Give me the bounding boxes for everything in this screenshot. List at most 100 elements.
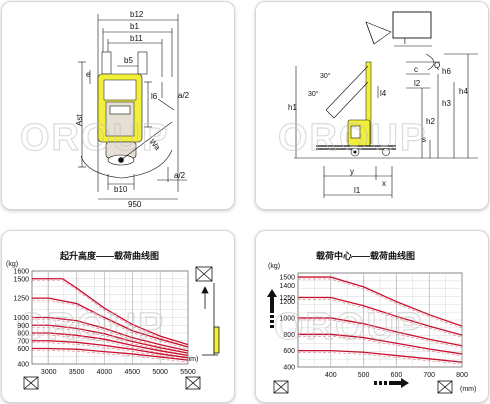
chart-series (32, 278, 189, 363)
label-e: e (86, 70, 91, 79)
label-y: y (350, 167, 354, 176)
label-h1: h1 (288, 103, 297, 112)
y-tick-label: 400 (17, 362, 29, 369)
series-dashed-5 (298, 352, 463, 365)
series-line-7 (32, 347, 189, 361)
label-q: Q (434, 61, 440, 70)
series-line-2 (32, 297, 189, 348)
y-unit-label: (kg) (6, 261, 18, 268)
x-tick-label: 400 (325, 372, 337, 379)
y-tick-label: 400 (283, 365, 295, 372)
label-l6: l6 (151, 92, 158, 101)
side-view-panel: l c Q l2 h6 h4 h3 h1 h2 s l4 y x l1 30° … (256, 2, 488, 209)
lift-height-chart: 起升高度——载荷曲线图 (kg) (mm) 160015001250100090… (6, 250, 220, 390)
series-line-5 (32, 332, 189, 357)
series-dashed-3 (298, 319, 463, 349)
x-tick-label: 3500 (69, 369, 85, 376)
label-l: l (404, 37, 406, 46)
label-b12: b12 (130, 10, 144, 19)
label-c: c (414, 65, 418, 74)
label-angle-1: 30° (320, 72, 331, 80)
y-tick-label: 800 (283, 332, 295, 339)
series-dashed-4 (298, 336, 463, 357)
bottom-load-icons (273, 380, 453, 394)
label-h2: h2 (426, 117, 435, 126)
y-tick-label: 1000 (279, 315, 295, 322)
label-l1: l1 (354, 186, 361, 195)
y-tick-label: 600 (283, 348, 295, 355)
y-tick-label: 600 (17, 346, 29, 353)
y-tick-label: 1250 (279, 295, 295, 302)
front-view-drawing: b12 b1 b11 b5 e l6 a/2 Ast Wa a/2 b10 95… (19, 10, 190, 209)
series-dashed-5 (32, 334, 189, 358)
chart-series (298, 276, 463, 365)
y-tick-label: 700 (17, 338, 29, 345)
x-tick-label: 4500 (124, 369, 140, 376)
label-h3: h3 (442, 99, 451, 108)
series-dashed-2 (32, 299, 189, 350)
x-tick-label: 600 (391, 372, 403, 379)
label-width: 950 (128, 200, 142, 209)
y-tick-label: 1600 (13, 269, 29, 276)
y-tick-label: 1250 (13, 296, 29, 303)
series-line-6 (32, 340, 189, 359)
series-dashed-6 (32, 342, 189, 361)
watermark-side: OROUP (278, 117, 427, 159)
series-line-1 (298, 276, 463, 327)
label-s: s (422, 135, 426, 144)
label-angle-2: 30° (308, 90, 319, 98)
watermark-front: OROUP (20, 117, 169, 159)
side-view-labels: l c Q l2 h6 h4 h3 h1 h2 s l4 y x l1 30° … (288, 37, 468, 195)
series-line-2 (298, 296, 463, 336)
y-tick-label: 1400 (279, 283, 295, 290)
x-tick-label: 5000 (152, 369, 168, 376)
y-tick-label: 1200 (279, 299, 295, 306)
series-dashed-1 (298, 278, 463, 329)
watermark-chart-1: OROUP (16, 306, 165, 348)
chart-title: 起升高度——载荷曲线图 (59, 250, 159, 261)
series-line-5 (298, 350, 463, 363)
x-tick-label: 700 (423, 372, 435, 379)
series-line-3 (298, 317, 463, 347)
x-tick-label: 800 (456, 372, 468, 379)
label-l4: l4 (380, 89, 387, 98)
label-b5: b5 (124, 56, 133, 65)
load-right-arrow-icon (374, 378, 409, 388)
label-b11: b11 (130, 34, 143, 43)
bottom-load-icons (23, 376, 201, 390)
x-tick-label: 500 (358, 372, 370, 379)
side-view-drawing: l c Q l2 h6 h4 h3 h1 h2 s l4 y x l1 30° … (277, 11, 478, 198)
chart-title: 载荷中心——载荷曲线图 (316, 250, 415, 261)
load-up-arrow-icon (267, 289, 277, 328)
watermark-chart-2: OROUP (274, 306, 423, 348)
series-line-4 (298, 333, 463, 355)
x-tick-label: 5500 (180, 369, 196, 376)
x-unit-label: (mm) (460, 386, 476, 393)
label-h4: h4 (459, 87, 468, 96)
series-line-1 (32, 278, 189, 346)
label-l2: l2 (414, 79, 421, 88)
y-tick-label: 900 (17, 323, 29, 330)
y-tick-label: 1500 (13, 276, 29, 283)
y-unit-label: (kg) (268, 263, 280, 270)
front-view-panel: b12 b1 b11 b5 e l6 a/2 Ast Wa a/2 b10 95… (2, 2, 234, 209)
label-h6: h6 (442, 67, 451, 76)
x-unit-label: (mm) (182, 356, 198, 363)
series-dashed-3 (32, 319, 189, 354)
label-a2-bottom: a/2 (174, 171, 186, 180)
label-a2: a/2 (178, 91, 190, 100)
x-tick-label: 3000 (41, 369, 57, 376)
label-b1: b1 (130, 22, 139, 31)
y-tick-label: 800 (17, 331, 29, 338)
series-dashed-7 (32, 350, 189, 363)
x-tick-label: 4000 (97, 369, 113, 376)
series-line-4 (32, 324, 189, 354)
series-dashed-2 (298, 299, 463, 338)
series-line-3 (32, 316, 189, 352)
label-x: x (382, 179, 386, 188)
